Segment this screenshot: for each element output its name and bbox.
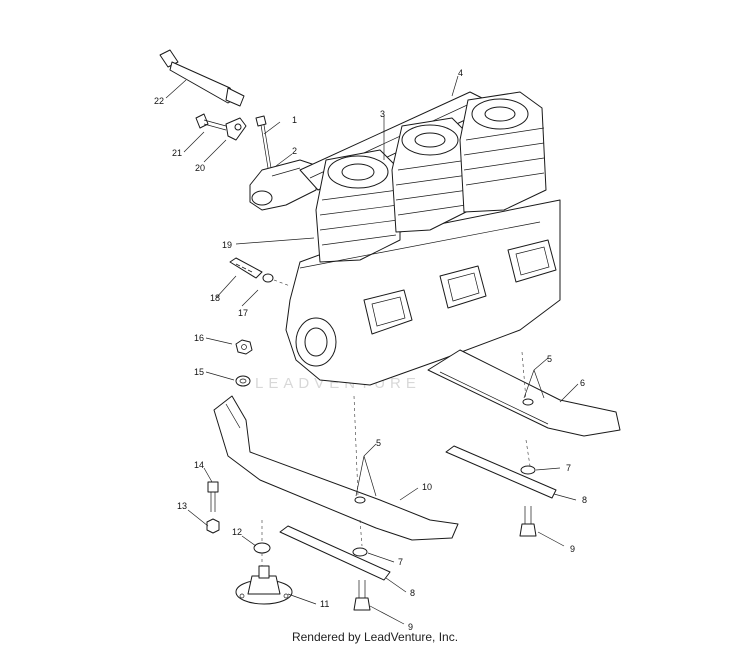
callout-9-right: 9 (570, 544, 575, 554)
callout-labels: 22 21 20 1 2 3 4 19 18 17 16 15 5 6 5 10… (154, 68, 587, 632)
part-14-bolt (207, 481, 219, 512)
callout-20: 20 (195, 163, 205, 173)
callout-1: 1 (292, 115, 297, 125)
callout-17: 17 (238, 308, 248, 318)
callout-15: 15 (194, 367, 204, 377)
part-2-outlet (249, 159, 319, 211)
callout-16: 16 (194, 333, 204, 343)
callout-3: 3 (380, 109, 385, 119)
callout-7-right: 7 (566, 463, 571, 473)
part-16-nut (235, 339, 253, 355)
part-9-bolt-right (519, 506, 537, 537)
callout-5-lower: 5 (376, 438, 381, 448)
callout-21: 21 (172, 148, 182, 158)
callout-8-left: 8 (410, 588, 415, 598)
callout-7-left: 7 (398, 557, 403, 567)
footer-credit: Rendered by LeadVenture, Inc. (291, 630, 459, 644)
part-6-mount-rail (427, 349, 621, 437)
part-20-bracket (225, 117, 247, 141)
part-7-washer-left (352, 547, 368, 557)
callout-10: 10 (422, 482, 432, 492)
part-9-bolt-left (353, 580, 371, 611)
part-15-washer (235, 375, 251, 387)
callout-5-upper: 5 (547, 354, 552, 364)
callout-6: 6 (580, 378, 585, 388)
part-10-mount-rail (213, 395, 459, 541)
leader-lines (165, 75, 579, 625)
part-8-bracket-left (279, 519, 391, 581)
part-22-sensor (159, 49, 245, 107)
callout-4: 4 (458, 68, 463, 78)
callout-11: 11 (320, 599, 329, 609)
callout-22: 22 (154, 96, 164, 106)
part-17-washer (262, 273, 291, 287)
callout-12: 12 (232, 527, 242, 537)
part-1-bolt (255, 115, 272, 169)
part-12-spacer (253, 520, 271, 566)
callout-19: 19 (222, 240, 232, 250)
part-11-engine-mount (235, 565, 293, 605)
callout-9-left: 9 (408, 622, 413, 632)
callout-8-right: 8 (582, 495, 587, 505)
part-18-stud (229, 257, 263, 279)
callout-14: 14 (194, 460, 204, 470)
part-7-washer-right (520, 465, 536, 475)
part-21-bolt (195, 113, 227, 131)
part-13-washer (206, 518, 220, 534)
engine-block (285, 91, 561, 386)
callout-13: 13 (177, 501, 187, 511)
callout-18: 18 (210, 293, 220, 303)
part-8-bracket-right (445, 439, 557, 499)
callout-2: 2 (292, 146, 297, 156)
